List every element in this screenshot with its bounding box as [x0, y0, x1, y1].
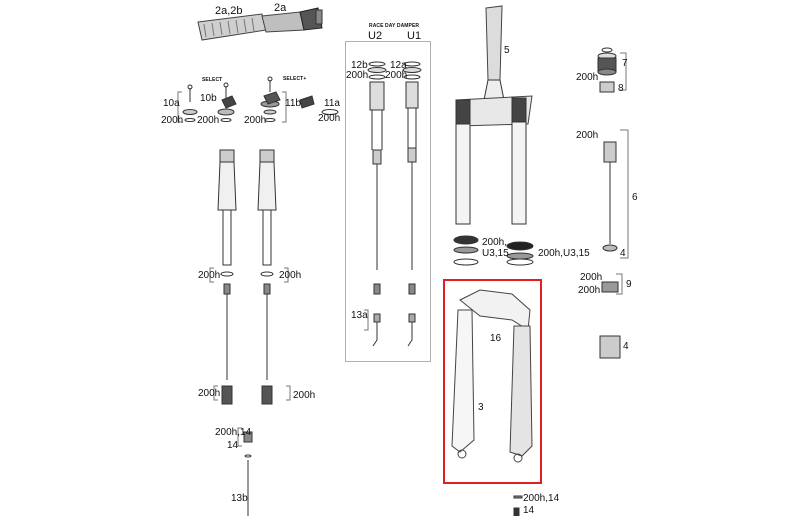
label-200h-s4: 200h [318, 113, 341, 124]
label-4-b: 4 [623, 341, 629, 352]
race-day-damper-frame [345, 41, 431, 362]
highlight-box-lower-legs [443, 279, 542, 484]
seal-heads [453, 235, 534, 266]
label-200h-6: 200h [576, 130, 599, 141]
bottom-hardware [243, 431, 523, 516]
label-14-a: 14 [227, 440, 239, 451]
label-12b: 12b [351, 60, 368, 71]
label-200h-s2: 200h [197, 115, 220, 126]
label-2a: 2a [274, 2, 287, 14]
label-11a: 11a [324, 98, 340, 109]
label-200h-14-b: 200h,14 [523, 493, 560, 504]
select-cartridges [217, 149, 277, 405]
label-13a: 13a [351, 310, 368, 321]
top-cap [597, 47, 617, 93]
label-6: 6 [632, 192, 638, 203]
label-4-a: 4 [620, 248, 626, 259]
label-200h-7: 200h [576, 72, 599, 83]
label-8: 8 [618, 83, 624, 94]
label-200h-s1: 200h [161, 115, 184, 126]
label-12a: 12a [390, 60, 407, 71]
label-10b: 10b [200, 93, 217, 104]
label-5: 5 [504, 45, 510, 56]
damper-title: RACE DAY DAMPER [369, 23, 420, 29]
lower-legs [451, 289, 533, 463]
crown-steerer [455, 5, 533, 225]
label-200h-9a: 200h [580, 272, 603, 283]
label-200h-9b: 200h [578, 285, 601, 296]
label-u1: U1 [407, 30, 422, 42]
select-plus-title: SELECT+ [283, 76, 307, 82]
label-9: 9 [626, 279, 632, 290]
label-200h-s3: 200h [244, 115, 267, 126]
label-200h-14-a: 200h,14 [215, 427, 252, 438]
label-14-b: 14 [523, 505, 535, 516]
label-200h-u3-15-b: 200h,U3,15 [538, 248, 590, 259]
label-13b: 13b [231, 493, 248, 504]
label-200h-u3-a: 200h, [482, 237, 508, 248]
damper-u1 [402, 61, 422, 347]
label-3: 3 [478, 402, 484, 413]
label-16: 16 [490, 333, 502, 344]
label-u2: U2 [368, 30, 383, 42]
label-10a: 10a [163, 98, 180, 109]
damper-u2 [367, 61, 387, 347]
label-u3-15-a: U3,15 [482, 248, 509, 259]
label-200h-d2: 200h [385, 70, 408, 81]
label-200h-m1: 200h [198, 270, 221, 281]
label-200h-m2: 200h [279, 270, 302, 281]
label-7: 7 [622, 58, 628, 69]
select-title: SELECT [202, 77, 223, 83]
label-200h-b1: 200h [198, 388, 221, 399]
label-11b: 11b [285, 98, 301, 109]
label-200h-b2: 200h [293, 390, 316, 401]
grip-assembly [197, 7, 323, 41]
label-200h-d1: 200h [346, 70, 369, 81]
label-2a2b: 2a,2b [215, 5, 243, 17]
bracket-lines [177, 52, 629, 447]
select-knobs [182, 76, 339, 122]
spring-assembly [599, 141, 621, 359]
